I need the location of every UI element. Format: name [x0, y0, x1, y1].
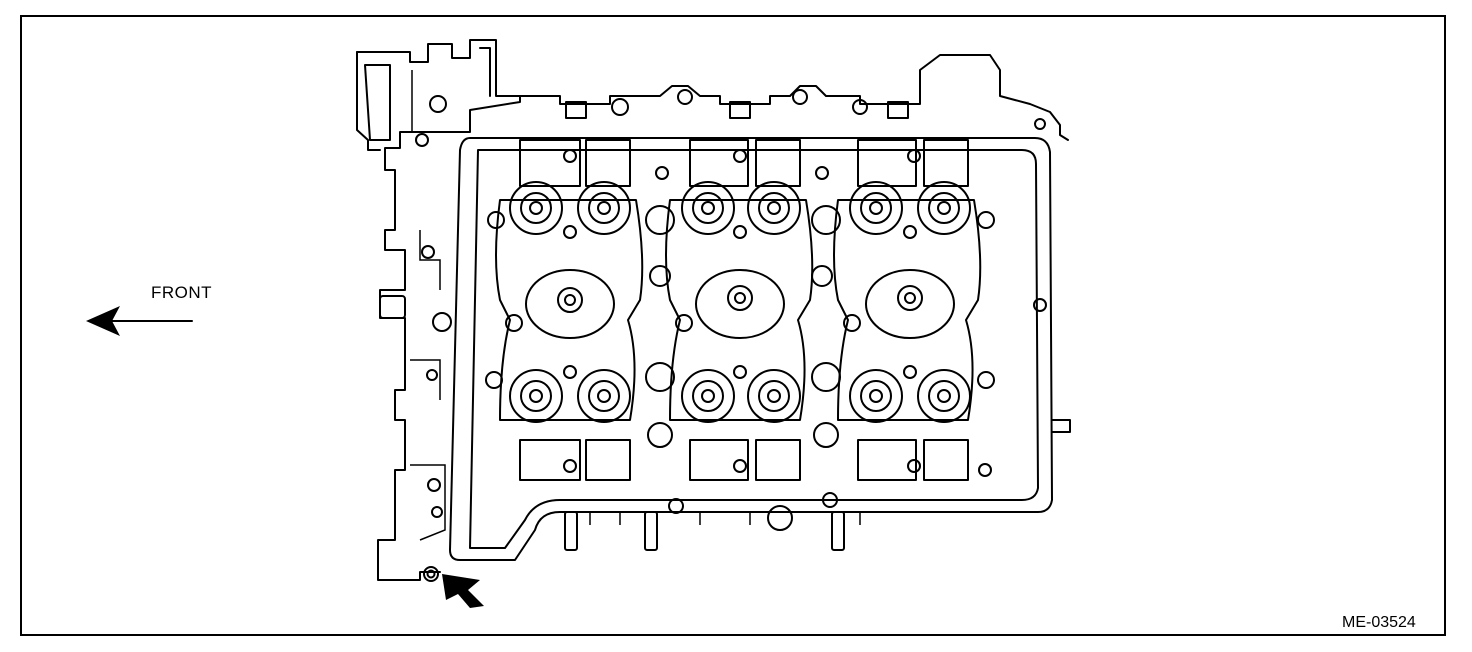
valve-cluster-1	[495, 139, 644, 481]
valve-cluster-3	[811, 139, 982, 481]
valve-cluster-2	[645, 139, 814, 481]
figure-id-label: ME-03524	[1342, 614, 1416, 631]
left-flange	[356, 39, 521, 582]
left-arrow-icon	[86, 306, 193, 336]
figure-frame	[20, 15, 1446, 636]
front-direction-label: FRONT	[151, 283, 213, 302]
gasket-surface	[449, 137, 1071, 561]
black-pointer-arrow-icon	[442, 574, 484, 608]
bottom-studs	[564, 492, 861, 551]
top-bosses	[479, 47, 1069, 141]
bolt-holes	[485, 211, 995, 389]
